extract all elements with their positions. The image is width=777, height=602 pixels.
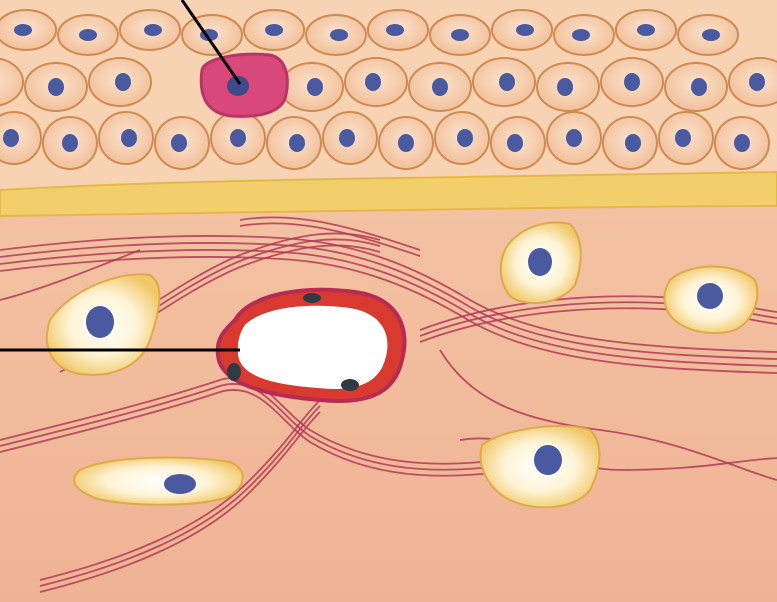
epithelial-cell: [435, 112, 489, 164]
epithelial-cell: [281, 63, 343, 111]
epithelial-cell: [89, 58, 151, 106]
vessel-lumen: [238, 306, 388, 389]
epithelial-cell: [715, 117, 769, 169]
cell-nucleus: [171, 134, 187, 152]
cell-nucleus: [749, 73, 765, 91]
epithelial-cell: [665, 63, 727, 111]
epithelial-cell: [306, 15, 366, 55]
cell-nucleus: [507, 134, 523, 152]
cell-nucleus: [144, 24, 162, 36]
cell-nucleus: [398, 134, 414, 152]
cell-nucleus: [637, 24, 655, 36]
connective-tissue: [0, 180, 777, 602]
cell-nucleus: [307, 78, 323, 96]
epithelial-cell: [120, 10, 180, 50]
cell-nucleus: [339, 129, 355, 147]
cell-nucleus: [499, 73, 515, 91]
cell-nucleus: [624, 73, 640, 91]
fibroblast-nucleus: [528, 248, 552, 276]
cell-nucleus: [265, 24, 283, 36]
cell-nucleus: [557, 78, 573, 96]
epithelial-cell: [473, 58, 535, 106]
fibroblast-nucleus: [86, 306, 114, 338]
cell-nucleus: [3, 129, 19, 147]
epithelial-cell: [547, 112, 601, 164]
epithelial-cell: [409, 63, 471, 111]
cell-nucleus: [121, 129, 137, 147]
cell-nucleus: [365, 73, 381, 91]
cell-nucleus: [572, 29, 590, 41]
epithelial-cell: [211, 112, 265, 164]
epithelial-cell: [430, 15, 490, 55]
epithelial-cell: [43, 117, 97, 169]
cell-nucleus: [115, 73, 131, 91]
epithelial-cell: [0, 10, 56, 50]
cell-nucleus: [451, 29, 469, 41]
epithelial-cell: [678, 15, 738, 55]
epithelial-cell: [323, 112, 377, 164]
fibroblast-nucleus: [534, 445, 562, 475]
epithelial-cell: [58, 15, 118, 55]
cell-nucleus: [289, 134, 305, 152]
cell-nucleus: [457, 129, 473, 147]
cell-nucleus: [675, 129, 691, 147]
epithelial-cell: [554, 15, 614, 55]
cell-nucleus: [625, 134, 641, 152]
fibroblast-nucleus: [164, 474, 196, 494]
epithelial-cell: [182, 15, 242, 55]
epithelial-cell: [368, 10, 428, 50]
epithelial-cell: [492, 10, 552, 50]
cell-nucleus: [386, 24, 404, 36]
cell-nucleus: [14, 24, 32, 36]
epithelial-cell: [491, 117, 545, 169]
epithelial-cell: [616, 10, 676, 50]
cell-nucleus: [48, 78, 64, 96]
cell-nucleus: [516, 24, 534, 36]
epithelial-cell: [537, 63, 599, 111]
fibroblast-cell: [664, 267, 757, 334]
cell-nucleus: [702, 29, 720, 41]
epithelial-cell: [603, 117, 657, 169]
cell-nucleus: [79, 29, 97, 41]
epithelial-cell: [267, 117, 321, 169]
endothelial-nucleus: [303, 293, 321, 303]
epithelial-cell: [244, 10, 304, 50]
fibroblast-nucleus: [697, 283, 723, 309]
epithelial-cell: [345, 58, 407, 106]
endothelial-nucleus: [227, 363, 241, 381]
epithelial-cells: [0, 10, 777, 169]
epithelial-cell: [659, 112, 713, 164]
cell-nucleus: [566, 129, 582, 147]
cell-nucleus: [432, 78, 448, 96]
epithelial-cell: [155, 117, 209, 169]
pigmented-cell: [201, 54, 287, 116]
cell-nucleus: [691, 78, 707, 96]
blood-vessel: [218, 290, 405, 401]
cell-nucleus: [330, 29, 348, 41]
epithelial-cell: [99, 112, 153, 164]
epithelial-cell: [601, 58, 663, 106]
cell-nucleus: [230, 129, 246, 147]
cell-nucleus: [62, 134, 78, 152]
fibroblast-cell: [74, 457, 243, 504]
epithelial-cell: [25, 63, 87, 111]
endothelial-nucleus: [341, 379, 359, 391]
epithelial-cell: [379, 117, 433, 169]
cell-nucleus: [734, 134, 750, 152]
